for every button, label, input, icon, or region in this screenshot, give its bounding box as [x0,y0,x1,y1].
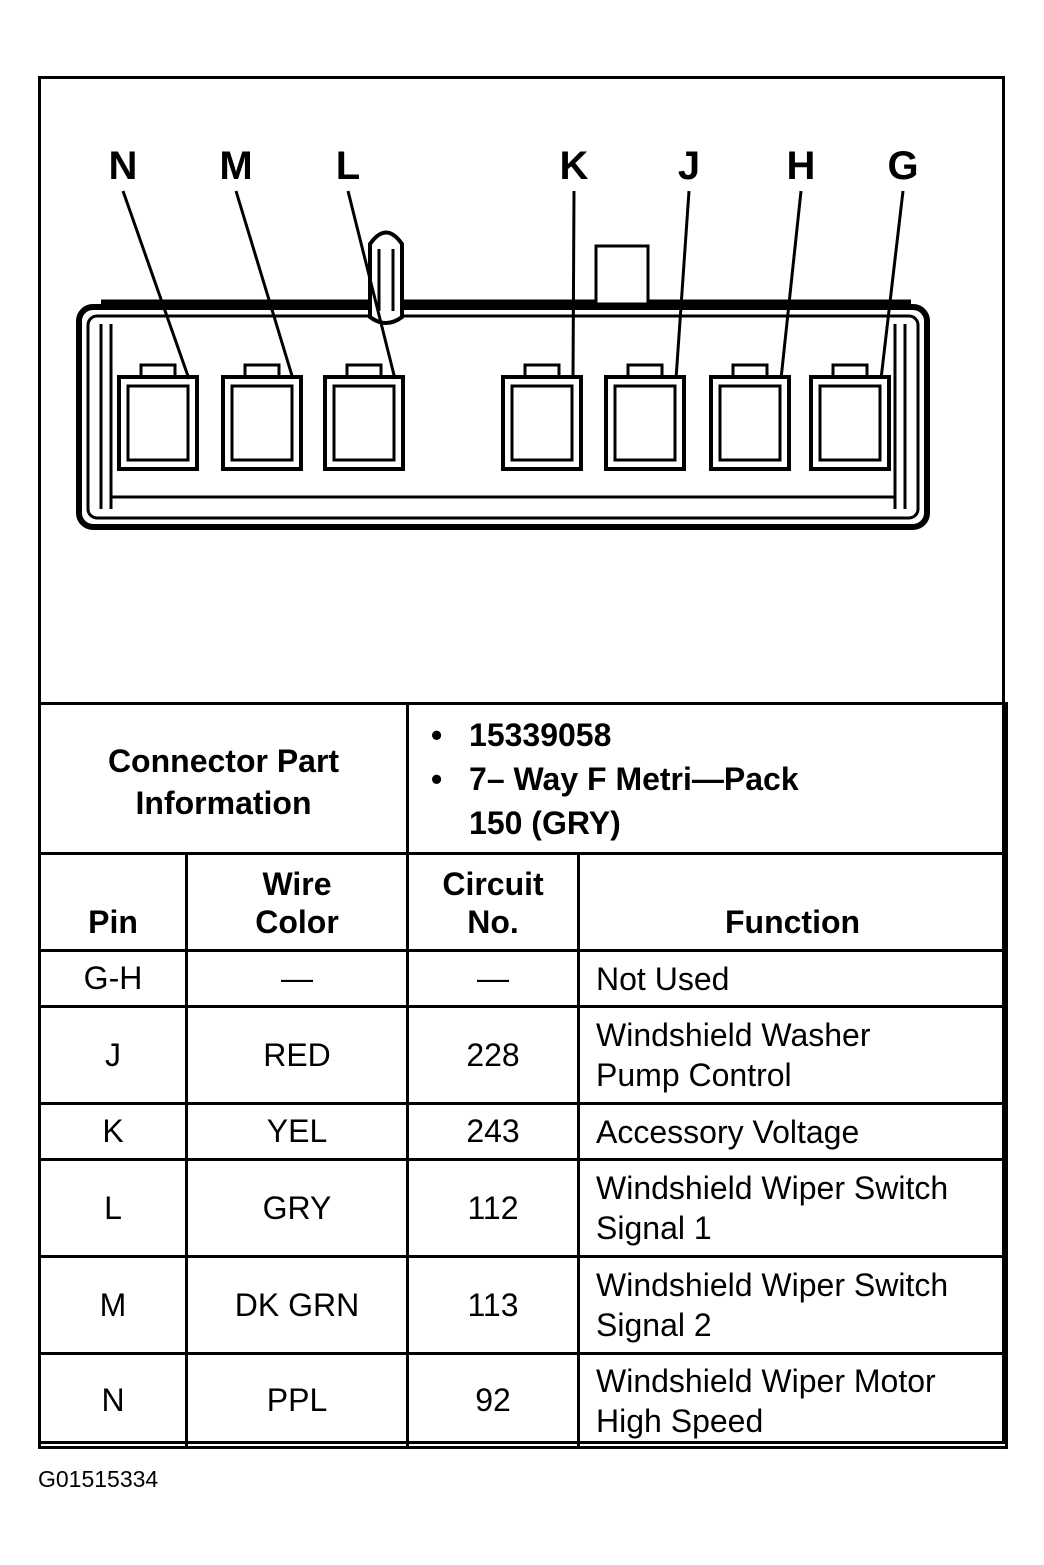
terminal-cavity [604,363,686,471]
pin-letter-h: H [787,144,816,188]
wire-color-cell: — [184,949,410,1008]
leader-line [674,190,691,380]
connector-description-line2: 150 (GRY) [469,804,621,841]
connector-info-label-line2: Information [135,784,312,821]
circuit-cell: 113 [406,1255,581,1355]
wire-color-cell: RED [184,1005,410,1105]
pin-cell: J [38,1005,188,1105]
leader-line [571,190,576,380]
circuit-cell: — [406,949,581,1008]
terminal-cavity [709,363,791,471]
terminal-cavity [117,363,199,471]
bullet-icon: • [431,716,443,753]
leader-line [121,190,191,380]
terminal-cavity [809,363,891,471]
leader-line [879,190,905,380]
leader-line [346,190,397,380]
function-cell: Accessory Voltage [577,1102,1009,1161]
function-line2: Signal 1 [596,1210,712,1246]
pinout-table: Connector Part Information • 15339058 • … [37,702,1009,1449]
pin-cell: K [38,1102,188,1161]
leader-line [779,190,803,380]
connector-description-cont: 150 (GRY) [469,801,1005,845]
connector-info-row: Connector Part Information • 15339058 • … [37,702,1009,855]
pin-cell: L [38,1158,188,1258]
wire-color-cell: DK GRN [184,1255,410,1355]
part-number-item: • 15339058 [431,713,1005,757]
function-line2: Signal 2 [596,1307,712,1343]
pin-letter-j: J [678,144,700,188]
connector-info-label: Connector Part Information [37,702,410,855]
function-line1: Windshield Wiper Motor [596,1362,936,1399]
terminal-cavities [117,363,891,471]
function-line1: Windshield Washer [596,1017,871,1053]
connector-housing [76,299,930,530]
circuit-cell: 228 [406,1005,581,1105]
terminal-cavity [221,363,303,471]
pin-letter-n: N [109,144,138,188]
function-line1: Windshield Wiper Switch [596,1170,949,1206]
terminal-cavity [323,363,405,471]
pin-letter-l: L [336,144,360,188]
circuit-cell: 243 [406,1102,581,1161]
function-line2: High Speed [596,1402,764,1439]
key-block [594,244,650,306]
wire-color-cell: GRY [184,1158,410,1258]
connector-description-line1: 7– Way F Metri—Pack [469,760,799,797]
connector-info-details: • 15339058 • 7– Way F Metri—Pack 150 (GR… [406,702,1009,855]
function-line1: Accessory Voltage [596,1113,860,1150]
figure-id: G01515334 [38,1466,159,1492]
function-line1: Windshield Wiper Switch [596,1267,949,1303]
pin-letter-g: G [887,144,918,188]
function-cell: Not Used [577,949,1009,1008]
wire-color-cell: YEL [184,1102,410,1161]
pin-cell: M [38,1255,188,1355]
circuit-cell: 112 [406,1158,581,1258]
circuit-cell: 92 [406,1352,581,1449]
header-pin: Pin [38,852,188,952]
leader-line [234,190,295,380]
function-line2: Pump Control [596,1057,792,1093]
pin-letter-m: M [219,144,252,188]
connector-info-label-line1: Connector Part [107,742,340,779]
wire-color-cell: PPL [184,1352,410,1449]
connector-description-item: • 7– Way F Metri—Pack [431,757,1005,801]
pin-cell: N [38,1352,188,1449]
pin-leader-lines [121,190,905,380]
header-function: Function [577,852,1009,952]
latch-post [368,230,404,325]
table-row: G-H——Not Used [38,949,1009,1008]
terminal-cavity [501,363,583,471]
pin-cell: G-H [38,949,188,1008]
pin-letter-k: K [560,144,589,188]
function-line1: Not Used [596,960,730,997]
bullet-icon: • [431,760,443,797]
part-number: 15339058 [469,716,612,753]
